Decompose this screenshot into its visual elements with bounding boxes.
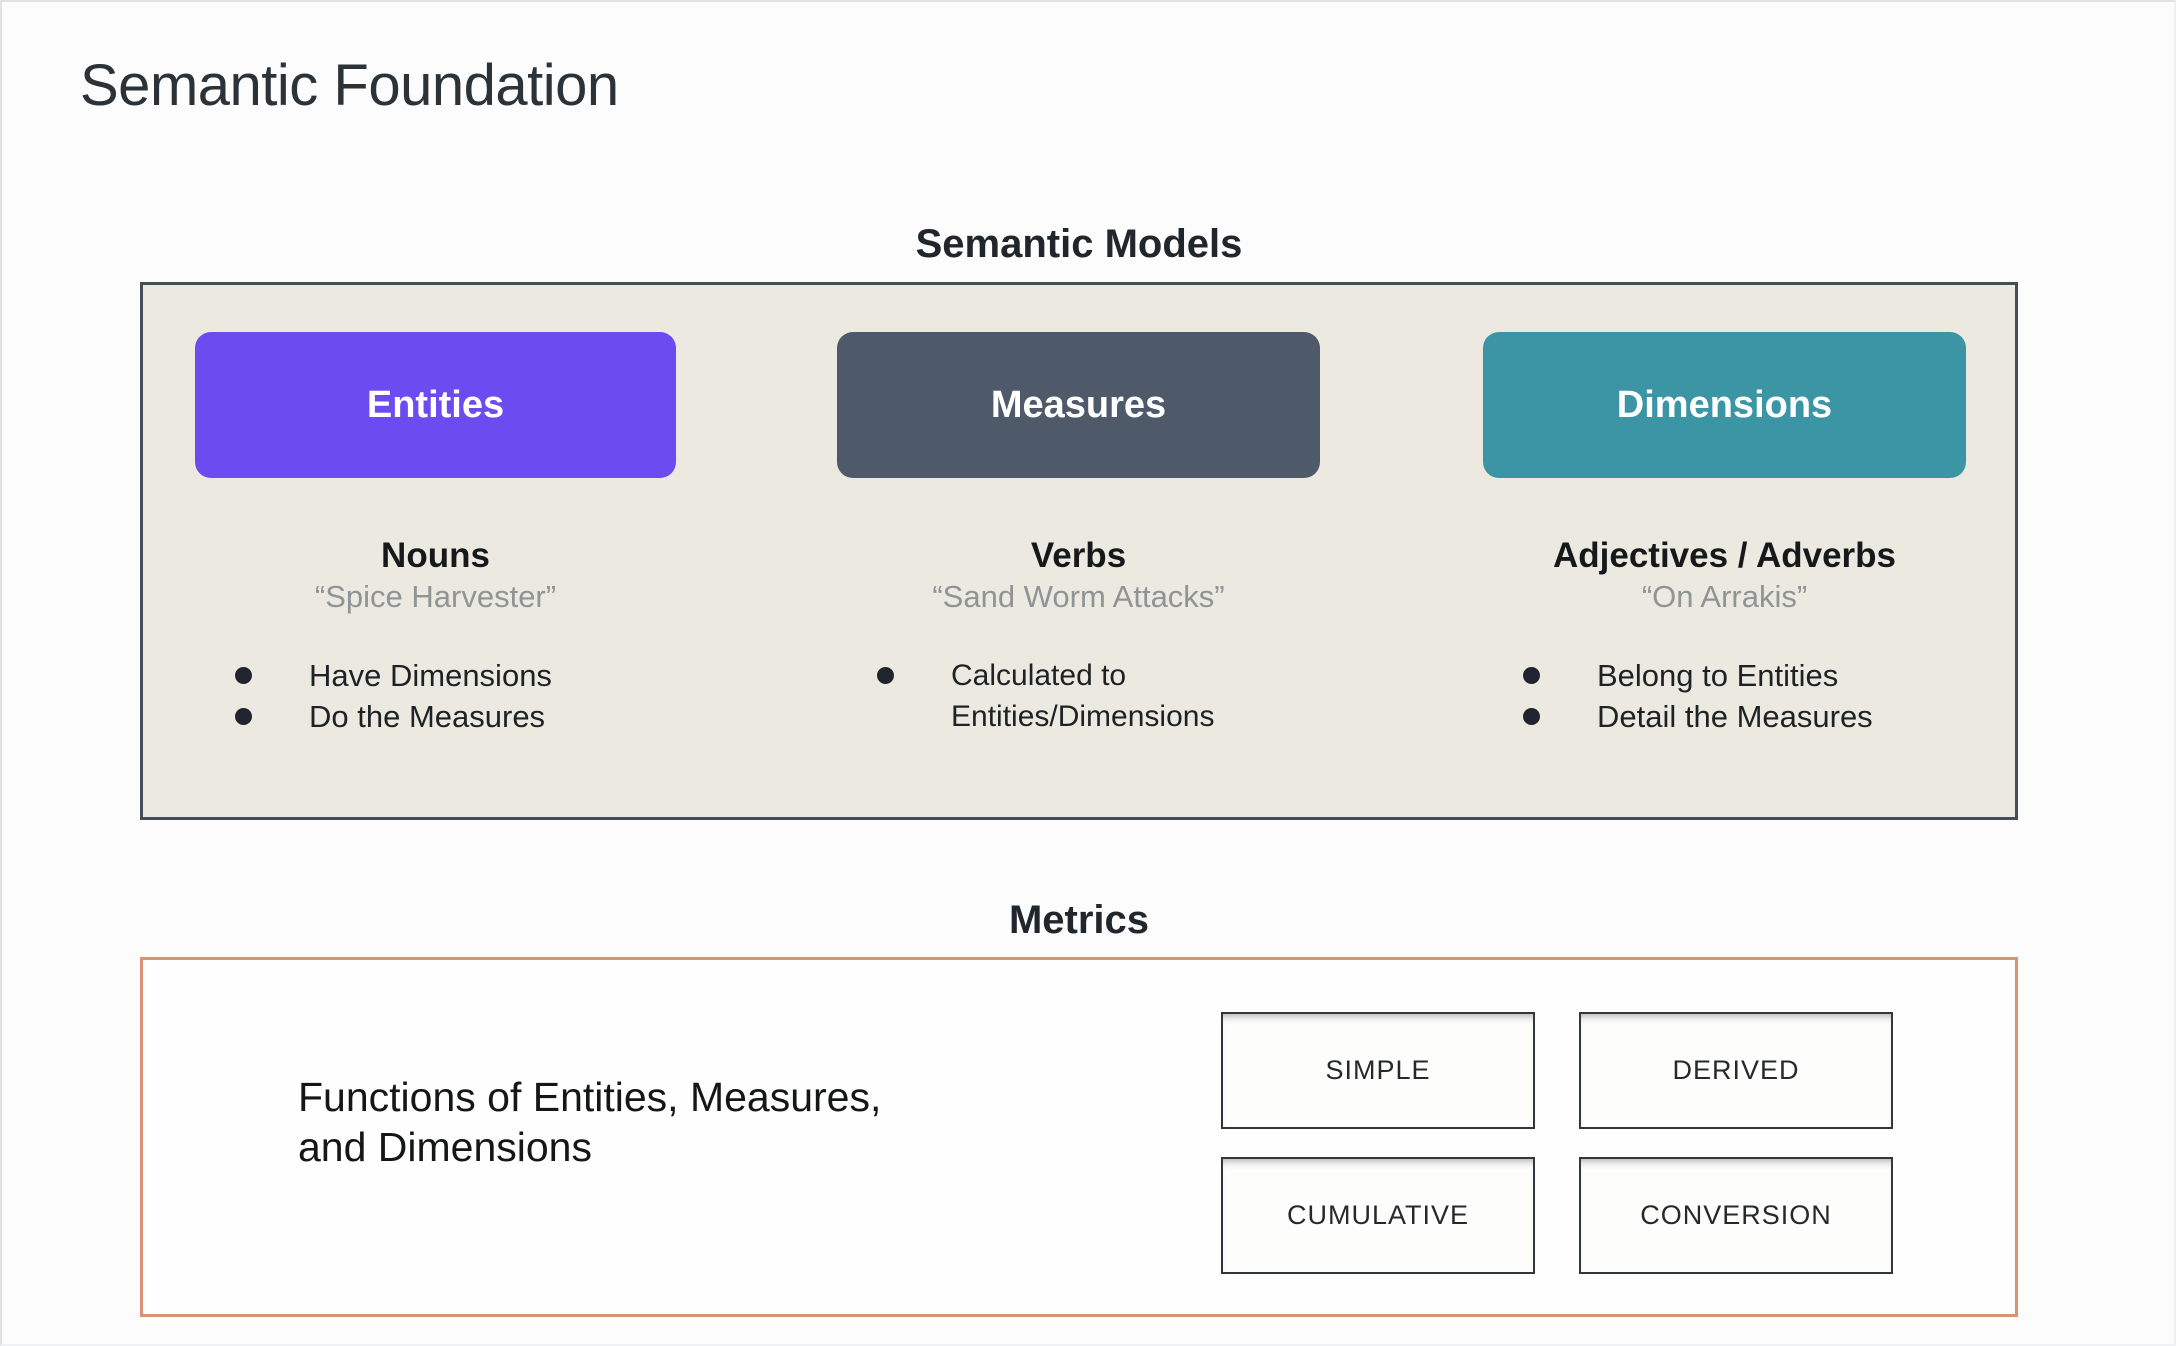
measures-column: Measures Verbs “Sand Worm Attacks” Calcu… <box>837 282 1320 820</box>
metric-box-derived: DERIVED <box>1579 1012 1893 1129</box>
metrics-description: Functions of Entities, Measures, and Dim… <box>298 1072 881 1172</box>
metric-box-cumulative: CUMULATIVE <box>1221 1157 1535 1274</box>
measures-pill: Measures <box>837 332 1320 478</box>
list-item: Have Dimensions <box>195 655 676 696</box>
bullet-text: Have Dimensions <box>309 658 552 693</box>
entities-pill: Entities <box>195 332 676 478</box>
entities-bullet-list: Have Dimensions Do the Measures <box>195 655 676 737</box>
dimensions-column: Dimensions Adjectives / Adverbs “On Arra… <box>1483 282 1966 820</box>
entities-column: Entities Nouns “Spice Harvester” Have Di… <box>195 282 676 820</box>
bullet-dot-icon <box>1523 667 1540 684</box>
metrics-description-line1: Functions of Entities, Measures, <box>298 1074 882 1120</box>
page-title: Semantic Foundation <box>80 53 619 118</box>
metrics-title: Metrics <box>1008 898 1150 942</box>
bullet-text: Calculated to Entities/Dimensions <box>951 659 1215 733</box>
semantic-models-title: Semantic Models <box>915 222 1243 266</box>
entities-quote: “Spice Harvester” <box>314 579 557 614</box>
measures-quote: “Sand Worm Attacks” <box>932 579 1225 614</box>
list-item: Belong to Entities <box>1483 655 1966 696</box>
metrics-panel: Functions of Entities, Measures, and Dim… <box>140 957 2018 1317</box>
bullet-text: Detail the Measures <box>1597 699 1873 734</box>
metric-box-simple: SIMPLE <box>1221 1012 1535 1129</box>
entities-heading: Nouns <box>381 536 490 575</box>
list-item: Calculated to Entities/Dimensions <box>837 655 1320 737</box>
bullet-dot-icon <box>235 708 252 725</box>
bullet-text: Do the Measures <box>309 699 546 734</box>
bullet-dot-icon <box>1523 708 1540 725</box>
bullet-text: Belong to Entities <box>1597 658 1839 693</box>
metrics-description-line2: and Dimensions <box>298 1124 592 1170</box>
measures-heading: Verbs <box>1030 536 1127 575</box>
dimensions-bullet-list: Belong to Entities Detail the Measures <box>1483 655 1966 737</box>
measures-bullet-list: Calculated to Entities/Dimensions <box>837 655 1320 737</box>
bullet-dot-icon <box>235 667 252 684</box>
dimensions-pill: Dimensions <box>1483 332 1966 478</box>
dimensions-quote: “On Arrakis” <box>1641 579 1808 614</box>
dimensions-heading: Adjectives / Adverbs <box>1552 536 1896 575</box>
list-item: Detail the Measures <box>1483 696 1966 737</box>
list-item: Do the Measures <box>195 696 676 737</box>
metric-box-conversion: CONVERSION <box>1579 1157 1893 1274</box>
bullet-dot-icon <box>877 667 894 684</box>
